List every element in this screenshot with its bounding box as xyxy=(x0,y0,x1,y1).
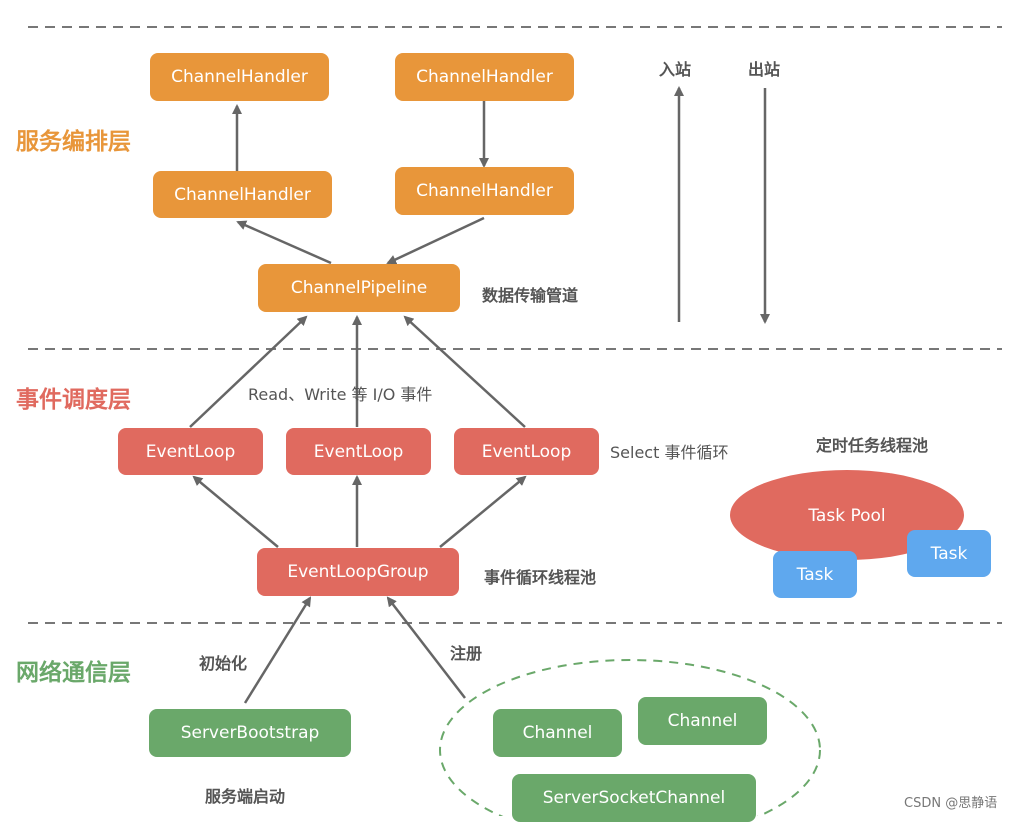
channel-handler-mid-right: ChannelHandler xyxy=(395,167,574,215)
group-label: 事件循环线程池 xyxy=(484,568,597,587)
bootstrap-label: 服务端启动 xyxy=(205,787,286,806)
pipeline-label: 数据传输管道 xyxy=(482,286,579,305)
arrow-channels-to-group xyxy=(386,596,466,699)
channel-box-1: Channel xyxy=(493,709,622,757)
init-label: 初始化 xyxy=(199,654,248,673)
layer-title-orchestration: 服务编排层 xyxy=(16,129,131,155)
timer-pool-label: 定时任务线程池 xyxy=(816,436,929,455)
outbound-label: 出站 xyxy=(748,60,781,79)
arrow-bootstrap-to-group xyxy=(243,596,312,704)
event-loop-group: EventLoopGroup xyxy=(257,548,459,596)
channel-group-outline xyxy=(439,659,821,816)
channel-handler-top-right: ChannelHandler xyxy=(395,53,574,101)
layer-title-network: 网络通信层 xyxy=(16,660,131,686)
server-socket-channel: ServerSocketChannel xyxy=(512,774,756,822)
arrow-eventloop3-to-pipeline xyxy=(403,315,526,428)
channel-handler-top-left: ChannelHandler xyxy=(150,53,329,101)
watermark: CSDN @思静语 xyxy=(904,796,998,811)
register-label: 注册 xyxy=(450,644,483,663)
inbound-label: 入站 xyxy=(659,60,692,79)
select-loop-label: Select 事件循环 xyxy=(610,443,729,462)
task-box-2: Task xyxy=(907,530,991,577)
io-events-label: Read、Write 等 I/O 事件 xyxy=(248,385,433,404)
task-pool-ellipse xyxy=(730,470,964,560)
arrow-group-to-eventloop3 xyxy=(439,475,527,548)
task-box-1: Task xyxy=(773,551,857,598)
event-loop-3: EventLoop xyxy=(454,428,599,475)
channel-pipeline: ChannelPipeline xyxy=(258,264,460,312)
event-loop-1: EventLoop xyxy=(118,428,263,475)
channel-box-2: Channel xyxy=(638,697,767,745)
arrow-group-to-eventloop1 xyxy=(192,475,279,548)
channel-handler-mid-left: ChannelHandler xyxy=(153,171,332,218)
server-bootstrap: ServerBootstrap xyxy=(149,709,351,757)
arrow-eventloop1-to-pipeline xyxy=(189,315,308,428)
event-loop-2: EventLoop xyxy=(286,428,431,475)
arrow-pipeline-to-handler-left xyxy=(236,220,332,265)
arrow-handler-right-to-pipeline xyxy=(386,216,485,265)
layer-title-scheduling: 事件调度层 xyxy=(16,387,131,413)
task-pool-label: Task Pool xyxy=(808,506,886,526)
